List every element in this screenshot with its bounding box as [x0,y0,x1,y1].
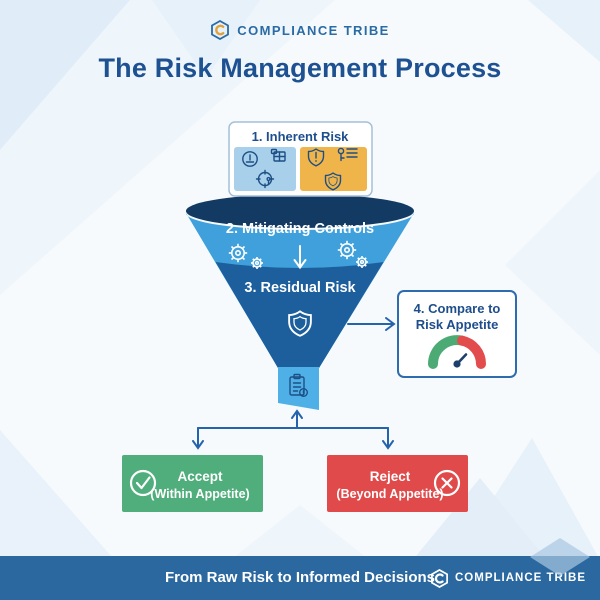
accept-subtitle: (Within Appetite) [150,487,249,501]
step1-card: 1. Inherent Risk [228,121,373,197]
step4-label-line1: 4. Compare to [414,301,501,316]
accept-box: Accept (Within Appetite) [122,455,263,512]
reject-title: Reject [370,469,411,484]
bg-shape [530,538,590,576]
diamond-accent [530,538,590,576]
funnel-rim [186,194,414,228]
bg-shape [0,0,130,150]
brand-lockup: COMPLIANCE TRIBE [0,20,600,40]
brand-name: COMPLIANCE TRIBE [237,22,390,38]
step3-label: 3. Residual Risk [244,280,356,296]
arrow-to-compare [347,317,396,331]
up-arrowhead-icon [291,409,303,419]
bg-shape [505,170,600,355]
risk-funnel-diagram: 1. Inherent Risk [122,121,517,512]
x-circle-icon [433,469,461,497]
down-arrow-icon [293,245,307,270]
header: COMPLIANCE TRIBE The Risk Management Pro… [0,20,600,84]
packages-icon [270,148,286,162]
branch-connectors [192,409,394,450]
bg-shape [0,0,335,295]
bg-shape [152,0,260,78]
gauge-icon [428,335,486,369]
reject-subtitle: (Beyond Appetite) [336,487,443,501]
down-arrowhead-icon [382,440,394,450]
shield-alert-icon [307,148,325,167]
step1-right-panel [300,147,367,191]
funnel-stem [278,367,319,410]
accept-title: Accept [177,469,223,484]
reject-box: Reject (Beyond Appetite) [327,455,468,512]
step4-label-line2: Risk Appetite [416,317,499,332]
meter-circle-icon [242,151,258,167]
key-list-icon [337,147,358,162]
down-arrowhead-icon [192,440,204,450]
step2-label: 2. Mitigating Controls [226,221,374,237]
footer-bar: From Raw Risk to Informed Decisions COMP… [0,556,600,600]
step4-card: 4. Compare to Risk Appetite [397,290,517,378]
target-person-icon [255,169,275,189]
page-title: The Risk Management Process [98,53,502,83]
footer-brand-lockup: COMPLIANCE TRIBE [430,556,586,600]
hexagon-logo-icon [211,20,230,40]
check-circle-icon [129,469,157,497]
funnel-lower-section [215,262,384,368]
footer-tagline: From Raw Risk to Informed Decisions [164,569,436,586]
bg-shape [528,0,600,62]
clipboard-shield-icon [289,373,309,398]
step1-label: 1. Inherent Risk [252,129,350,144]
footer-brand-name: COMPLIANCE TRIBE [455,572,586,584]
hexagon-logo-icon [431,568,448,588]
